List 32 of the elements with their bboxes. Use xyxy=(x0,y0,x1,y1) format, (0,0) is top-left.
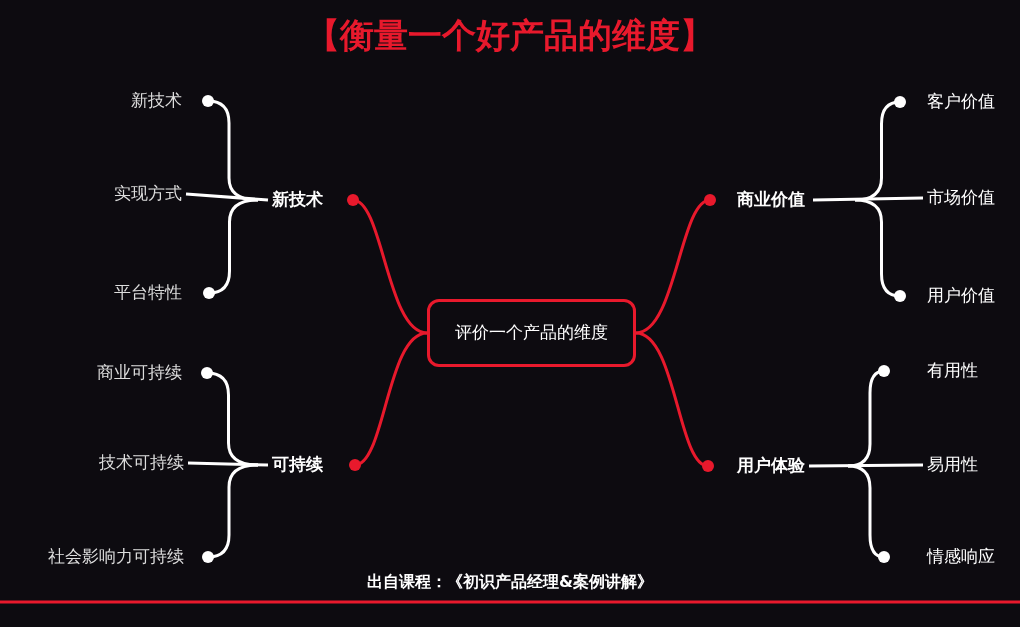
brace-line xyxy=(809,463,923,468)
node-label: 有用性 xyxy=(927,359,978,383)
brace-line xyxy=(187,461,269,467)
node-label: 用户体验 xyxy=(737,454,805,478)
curved-connector xyxy=(347,194,428,335)
center-box xyxy=(427,299,636,367)
node-label: 评价一个产品的维度 xyxy=(455,321,608,345)
node-label: 客户价值 xyxy=(927,90,995,114)
node-label: 平台特性 xyxy=(114,281,182,305)
brace-line xyxy=(203,198,259,299)
node-label: 社会影响力可持续 xyxy=(48,545,184,569)
curved-connector xyxy=(349,331,428,471)
node-label: 技术可持续 xyxy=(99,451,184,475)
node-label: 用户价值 xyxy=(927,284,995,308)
node-label: 市场价值 xyxy=(927,186,995,210)
brace-line xyxy=(847,464,890,563)
brace-line xyxy=(854,198,906,302)
brace-line xyxy=(202,463,259,563)
curved-connector xyxy=(635,194,716,335)
node-label: 新技术 xyxy=(131,89,182,113)
node-label: 情感响应 xyxy=(927,545,995,569)
title: 【衡量一个好产品的维度】 xyxy=(306,14,714,57)
node-label: 实现方式 xyxy=(114,182,182,206)
node-label: 商业可持续 xyxy=(97,361,182,385)
curved-connector xyxy=(635,331,714,472)
brace-line xyxy=(185,192,269,202)
caption: 出自课程：《初识产品经理&案例讲解》 xyxy=(367,571,653,593)
brace-line xyxy=(812,196,924,202)
node-label: 可持续 xyxy=(272,453,323,477)
node-label: 易用性 xyxy=(927,453,978,477)
node-label: 商业价值 xyxy=(737,188,805,212)
node-label: 新技术 xyxy=(272,188,323,212)
